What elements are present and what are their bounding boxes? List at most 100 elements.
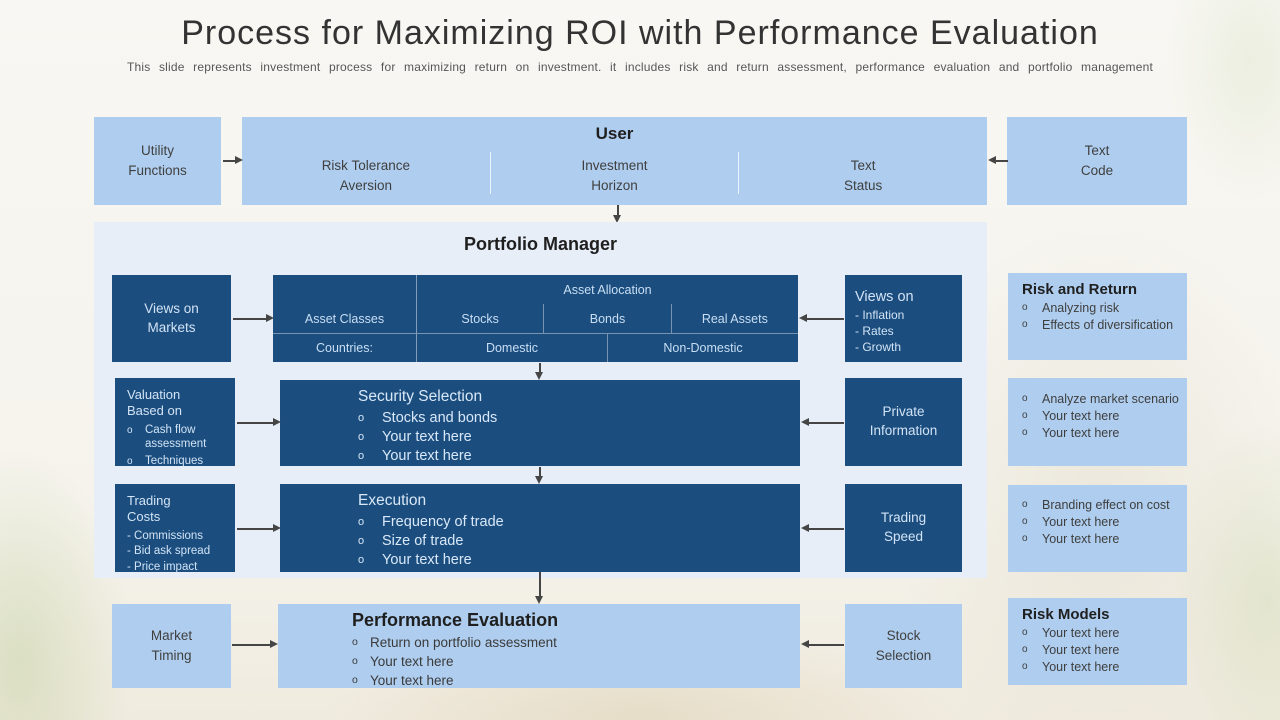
risk-return-bullet-text: Analyzing risk [1042,301,1120,315]
user-column-risk-tolerance: Risk Tolerance Aversion [321,158,410,193]
bullet-marker: o [358,535,365,548]
asset-allocation-header: Asset Allocation [563,282,652,297]
arrow-textcode-to-user [988,157,1008,164]
security-bullet: o Your text here [358,447,790,466]
risk-models-bullet-text: Your text here [1042,626,1120,640]
performance-evaluation-box: Performance Evaluation o Return on portf… [278,604,800,688]
page-subtitle: This slide represents investment process… [126,60,1154,74]
arrow-utility-to-user [223,157,243,164]
execution-bullet: o Your text here [358,551,790,570]
trading-costs-box: Trading Costs - Commissions - Bid ask sp… [115,484,235,573]
arrow-markettiming-to-performance [232,641,278,648]
execution-bullet: o Frequency of trade [358,513,790,532]
risk-models-bullet: o Your text here [1022,659,1179,676]
views-on-item: - Rates [855,324,894,339]
trading-speed-box: Trading Speed [845,484,962,572]
performance-bullet-text: Return on portfolio assessment [370,635,557,650]
asset-table-label-column: Asset Classes Countries: [273,275,417,362]
asset-class-stocks: Stocks [417,304,545,333]
performance-bullet-text: Your text here [370,673,454,689]
asset-table-empty-cell [273,275,416,304]
risk-models-bullet-text: Your text here [1042,642,1120,657]
risk-models-title: Risk Models [1022,606,1110,623]
bullet-marker: o [352,655,358,668]
asset-allocation-table: Asset Classes Countries: Asset Allocatio… [273,275,798,362]
arrow-table-to-security [536,363,543,380]
valuation-title: Valuation Based on [127,387,182,419]
valuation-bullet-text: Cash flow assessment [145,423,207,451]
country-domestic: Domestic [417,334,608,362]
market-scenario-bullet-text: Analyze market scenario [1042,392,1179,406]
utility-functions-label: Utility Functions [128,143,187,178]
bullet-marker: o [352,636,358,648]
branding-bullet: o Your text here [1022,514,1179,531]
countries-label: Countries: [316,341,373,355]
valuation-bullet: o Techniques [127,454,229,469]
execution-bullet: o Size of trade [358,532,790,551]
market-scenario-bullet: o Analyze market scenario [1022,391,1179,408]
performance-evaluation-title: Performance Evaluation [352,610,559,630]
market-scenario-bullet-text: Your text here [1042,425,1120,440]
asset-class-real-assets: Real Assets [701,311,768,326]
user-column-investment-horizon: Investment Horizon [581,158,648,193]
utility-functions-box: Utility Functions [94,117,221,205]
security-bullet-text: Your text here [382,429,472,446]
bullet-marker: o [358,554,365,567]
valuation-bullet: o Cash flow assessment [127,423,229,453]
countries-row: Domestic Non-Domestic [417,334,798,362]
risk-models-bullet: o Your text here [1022,625,1179,642]
bullet-marker: o [358,516,365,528]
asset-classes-label: Asset Classes [273,304,416,334]
arrow-security-to-execution [536,467,543,484]
user-column-text-status: Text Status [844,158,883,193]
bullet-marker: o [1022,627,1028,638]
market-scenario-bullet-text: Your text here [1042,408,1120,423]
bullet-marker: o [358,431,365,444]
arrow-viewsmarkets-to-table [233,315,274,322]
execution-bullet-text: Size of trade [382,533,464,550]
risk-return-bullet: o Analyzing risk [1022,300,1179,317]
bullet-marker: o [1022,426,1028,438]
execution-box: Execution o Frequency of trade o Size of… [280,484,800,572]
risk-return-bullet-text: Effects of diversification [1042,317,1174,332]
private-information-label: Private Information [869,404,938,438]
execution-bullet-text: Frequency of trade [382,514,504,530]
branding-effect-box: o Branding effect on cost o Your text he… [1008,485,1187,572]
trading-costs-title: Trading Costs [127,493,171,525]
security-bullet-text: Stocks and bonds [382,410,498,426]
branding-bullet-text: Your text here [1042,514,1120,529]
page-title: Process for Maximizing ROI with Performa… [181,14,1099,52]
risk-return-bullet: o Effects of diversification [1022,317,1179,334]
trading-speed-label: Trading Speed [880,510,927,544]
bullet-marker: o [358,450,365,463]
arrow-privateinfo-to-security [801,419,844,426]
risk-and-return-title: Risk and Return [1022,281,1138,298]
trading-costs-item: - Price impact [127,560,198,573]
column-divider [738,152,740,194]
trading-costs-item: - Bid ask spread [127,545,211,558]
bullet-marker: o [1022,499,1028,510]
performance-bullet-text: Your text here [370,654,454,670]
asset-classes-row: Stocks Bonds Real Assets [417,304,798,334]
execution-title: Execution [358,492,427,509]
arrow-execution-to-performance [536,572,543,604]
text-code-box: Text Code [1007,117,1187,205]
bullet-marker: o [1022,393,1028,404]
column-divider [489,152,491,194]
market-timing-label: Market Timing [150,628,193,663]
stock-selection-label: Stock Selection [875,628,932,663]
valuation-based-on-box: Valuation Based on o Cash flow assessmen… [115,378,235,469]
asset-class-bonds: Bonds [544,304,672,333]
bullet-marker: o [127,424,133,436]
branding-bullet-text: Branding effect on cost [1042,498,1170,512]
arrow-user-to-portfolio [614,205,621,223]
bullet-marker: o [358,412,365,424]
bullet-marker: o [127,456,133,468]
views-on-box: Views on - Inflation - Rates - Growth [845,275,962,362]
performance-bullet: o Your text here [352,652,790,671]
security-bullet-text: Your text here [382,448,472,465]
execution-bullet-text: Your text here [382,552,472,569]
private-information-box: Private Information [845,378,962,466]
security-bullet: o Stocks and bonds [358,409,790,428]
